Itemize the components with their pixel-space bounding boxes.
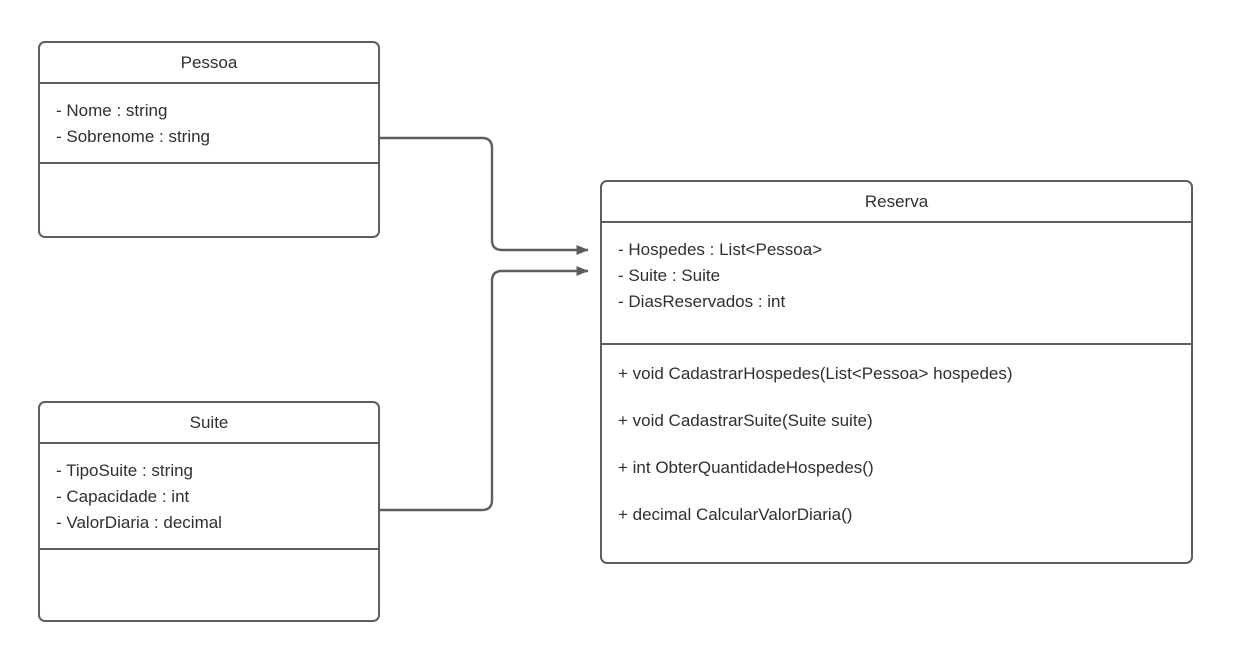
connector-suite-to-reserva <box>380 266 589 512</box>
operation-row: + decimal CalcularValorDiaria() <box>618 505 853 524</box>
operation-row: + void CadastrarSuite(Suite suite) <box>618 411 873 430</box>
attribute-row: - ValorDiaria : decimal <box>56 513 222 532</box>
operation-row: + void CadastrarHospedes(List<Pessoa> ho… <box>618 364 1013 383</box>
attribute-row: - Nome : string <box>56 101 168 120</box>
attributes-compartment-suite: - TipoSuite : string - Capacidade : int … <box>40 444 378 550</box>
operations-compartment-pessoa <box>40 164 378 236</box>
attributes-compartment-reserva: - Hospedes : List<Pessoa> - Suite : Suit… <box>602 223 1191 345</box>
attribute-row: - DiasReservados : int <box>618 292 786 311</box>
attribute-row: - Hospedes : List<Pessoa> <box>618 240 823 259</box>
class-box-pessoa[interactable]: Pessoa - Nome : string - Sobrenome : str… <box>38 41 380 238</box>
class-name-reserva: Reserva <box>602 182 1191 223</box>
attribute-row: - Suite : Suite <box>618 266 721 285</box>
class-box-suite[interactable]: Suite - TipoSuite : string - Capacidade … <box>38 401 380 622</box>
class-box-reserva[interactable]: Reserva - Hospedes : List<Pessoa> - Suit… <box>600 180 1193 564</box>
operation-row: + int ObterQuantidadeHospedes() <box>618 458 874 477</box>
operations-compartment-reserva: + void CadastrarHospedes(List<Pessoa> ho… <box>602 345 1191 540</box>
class-name-pessoa: Pessoa <box>40 43 378 84</box>
connector-pessoa-to-reserva <box>380 136 589 255</box>
attributes-compartment-pessoa: - Nome : string - Sobrenome : string <box>40 84 378 164</box>
class-name-suite: Suite <box>40 403 378 444</box>
attribute-row: - TipoSuite : string <box>56 461 194 480</box>
operations-compartment-suite <box>40 550 378 620</box>
attribute-row: - Sobrenome : string <box>56 127 211 146</box>
attribute-row: - Capacidade : int <box>56 487 190 506</box>
